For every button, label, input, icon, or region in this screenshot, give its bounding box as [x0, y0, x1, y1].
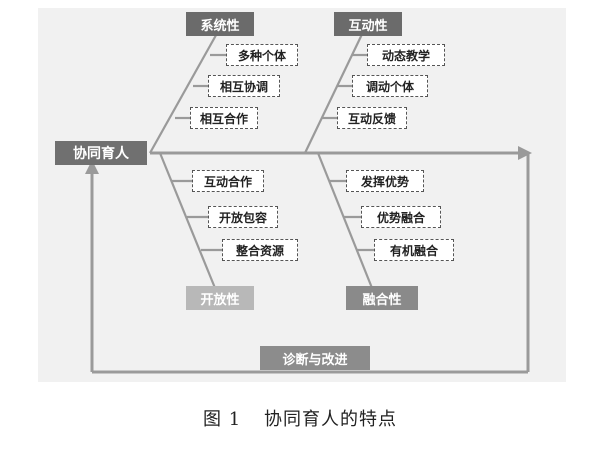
item-systematic-3: 相互合作	[190, 107, 258, 129]
item-integration-3: 有机融合	[374, 239, 454, 261]
loop-arrowhead	[85, 160, 99, 174]
figure-caption: 图 1 协同育人的特点	[0, 405, 600, 431]
item-interactive-3: 互动反馈	[337, 107, 407, 129]
category-interactive: 互动性	[334, 12, 402, 36]
category-systematic: 系统性	[186, 12, 254, 36]
caption-figure-number: 图 1	[203, 409, 242, 430]
caption-title: 协同育人的特点	[263, 409, 397, 430]
item-systematic-1: 多种个体	[226, 44, 298, 66]
item-integration-2: 优势融合	[361, 206, 441, 228]
loop-label-box: 诊断与改进	[260, 346, 370, 370]
item-openness-3: 整合资源	[222, 239, 298, 261]
item-systematic-2: 相互协调	[208, 75, 280, 97]
bone-interactive	[304, 27, 366, 154]
item-interactive-1: 动态教学	[367, 44, 445, 66]
spine-arrowhead	[518, 146, 532, 160]
diagram-background	[38, 8, 566, 382]
bone-integration	[316, 152, 374, 289]
bone-systematic	[149, 27, 221, 154]
bone-openness	[158, 152, 217, 289]
item-openness-2: 开放包容	[208, 206, 278, 228]
category-openness: 开放性	[186, 286, 254, 310]
item-interactive-2: 调动个体	[352, 75, 428, 97]
item-integration-1: 发挥优势	[346, 170, 424, 192]
item-openness-1: 互动合作	[192, 170, 264, 192]
head-box: 协同育人	[55, 141, 147, 165]
category-integration: 融合性	[346, 286, 418, 310]
